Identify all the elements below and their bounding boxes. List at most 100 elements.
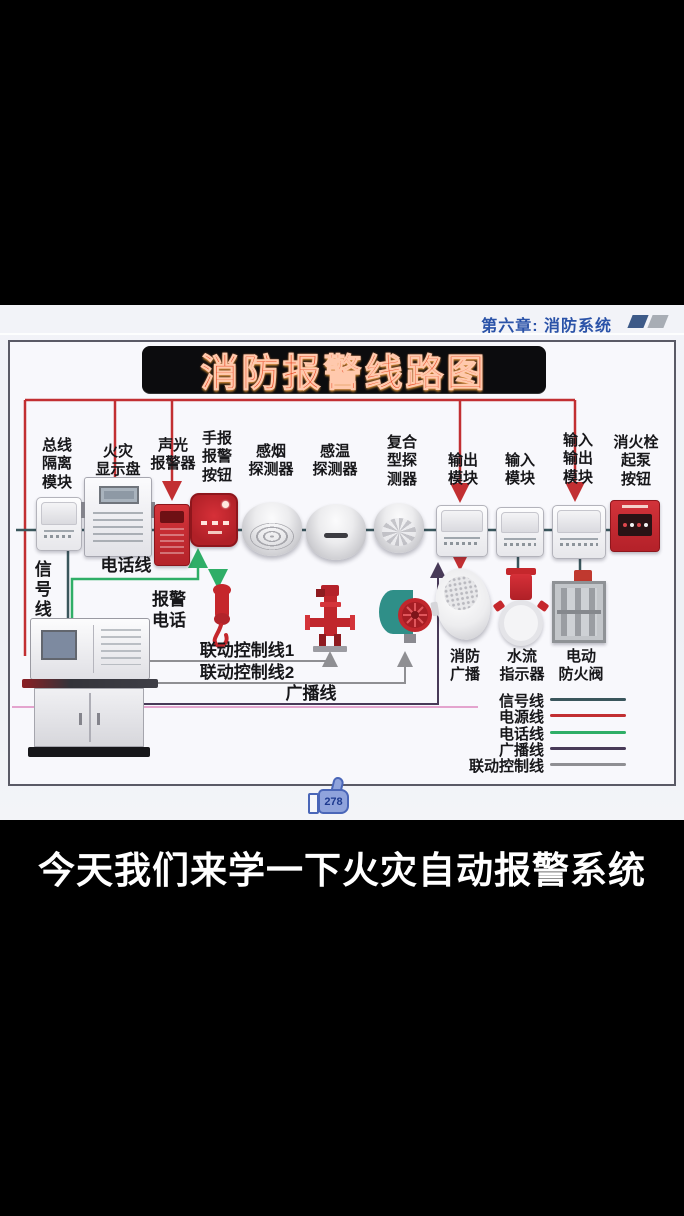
- cabinet-handle: [79, 713, 82, 725]
- hydrant-pump-button-icon: [610, 500, 660, 552]
- console-desk: [22, 679, 158, 688]
- device-label-sound-light-alarm: 声光 报警器: [150, 437, 196, 473]
- output-module-icon: [436, 505, 488, 557]
- module-terminals: [560, 542, 598, 546]
- detector-segments: [382, 518, 416, 546]
- wire-label-alarm-phone: 报警 电话: [152, 590, 186, 630]
- wire-label-linkage2: 联动控制线2: [199, 663, 295, 682]
- wfi-cap: [506, 568, 536, 575]
- legend-swatch-power: [550, 714, 626, 717]
- mcp-text-lines: [201, 521, 229, 525]
- detector-slot: [324, 533, 348, 539]
- module-terminals: [44, 534, 74, 538]
- console-base: [28, 747, 150, 757]
- damper-frame: [552, 581, 606, 643]
- wire-label-phone: 电话线: [100, 556, 152, 575]
- damper-bar: [557, 609, 601, 614]
- fire-damper-icon: [550, 570, 608, 646]
- panel-clip: [151, 502, 155, 518]
- module-cover: [41, 502, 77, 525]
- module-cover: [557, 510, 601, 533]
- like-count: 278: [324, 795, 343, 808]
- legend-label-power: 电源线: [498, 709, 544, 726]
- device-label-heat-detector: 感温 探测器: [312, 443, 358, 479]
- device-label-output-module: 输出 模块: [447, 452, 478, 488]
- device-label-input-module: 输入 模块: [504, 452, 535, 488]
- device-label-bus-isolation-module: 总线 隔离 模块: [41, 437, 72, 491]
- module-line: [560, 537, 598, 540]
- input-output-module-icon: [552, 505, 606, 559]
- module-terminals: [504, 543, 536, 547]
- module-line: [444, 537, 480, 539]
- device-label-input-output-module: 输入 输出 模块: [562, 432, 593, 486]
- legend-swatch-phone: [550, 731, 626, 734]
- console-text-lines: [101, 629, 141, 665]
- slide-accent-line: [12, 706, 478, 708]
- wfi-head: [510, 574, 532, 600]
- sound-light-alarm-icon: [154, 504, 190, 566]
- chapter-heading: 第六章: 消防系统: [481, 318, 612, 335]
- like-button[interactable]: 278: [306, 775, 356, 820]
- wire-label-broadcast: 广播线: [285, 684, 337, 703]
- legend-label-phone: 电话线: [498, 726, 544, 743]
- bus-isolation-module-icon: [36, 497, 82, 551]
- device-label-fire-display-panel: 火灾 显示盘: [95, 443, 141, 479]
- speaker-grill: [441, 573, 481, 613]
- header-divider: [0, 333, 684, 335]
- wire-label-signal: 信号线: [31, 560, 51, 620]
- panel-lcd: [99, 486, 139, 504]
- legend-label-broadcast: 广播线: [498, 742, 544, 759]
- device-label-smoke-detector: 感烟 探测器: [248, 443, 294, 479]
- detector-rings: [250, 522, 294, 550]
- diagram-title: 消防报警线路图: [200, 353, 488, 396]
- wfi-pipe-clamp: [499, 600, 543, 646]
- heat-detector-icon: [306, 504, 366, 560]
- video-caption: 今天我们来学一下火灾自动报警系统: [38, 850, 646, 891]
- cabinet-handle: [97, 713, 100, 725]
- water-flow-indicator-icon: [492, 568, 550, 648]
- wire-label-linkage1: 联动控制线1: [199, 641, 295, 660]
- diagram-title-banner: 消防报警线路图: [142, 346, 546, 396]
- damper-motor: [574, 570, 592, 583]
- module-line: [44, 529, 74, 532]
- legend-label-linkage: 联动控制线: [468, 758, 544, 775]
- console-divider: [93, 625, 94, 673]
- legend-label-signal: 信号线: [498, 693, 544, 710]
- module-terminals: [444, 542, 480, 545]
- device-label-combined-detector: 复合 型探 测器: [386, 434, 417, 488]
- manual-call-point-icon: [190, 493, 238, 547]
- legend-swatch-linkage: [550, 763, 626, 766]
- fire-display-panel-icon: [81, 477, 155, 557]
- input-module-icon: [496, 507, 544, 557]
- legend-swatch-broadcast: [550, 747, 626, 750]
- fire-control-console-icon: [30, 618, 150, 680]
- cabinet-door-divider: [89, 693, 91, 742]
- device-label-water-flow-indicator: 水流 指示器: [499, 648, 545, 684]
- like-count-bubble: 278: [318, 789, 349, 814]
- module-cover: [501, 512, 539, 534]
- device-label-hydrant-pump-button: 消火栓 起泵 按钮: [613, 434, 659, 488]
- console-cabinet: [34, 688, 144, 747]
- smoke-detector-icon: [242, 502, 302, 556]
- module-line: [504, 538, 536, 541]
- mcp-led: [222, 501, 229, 508]
- speaker-mount: [430, 601, 440, 617]
- device-label-manual-call-point: 手报 报警 按钮: [201, 430, 232, 484]
- legend-swatch-signal: [550, 698, 626, 701]
- panel-keys: [93, 512, 143, 542]
- button-display: [618, 514, 652, 536]
- fire-pump-icon: [304, 584, 356, 654]
- device-label-fire-damper: 电动 防火阀: [558, 648, 604, 684]
- device-label-fire-broadcast: 消防 广播: [449, 648, 480, 684]
- module-cover: [441, 510, 483, 532]
- strobe-window: [160, 511, 184, 523]
- button-title-line: [622, 505, 648, 508]
- panel-clip: [81, 502, 85, 518]
- mcp-text-lines: [208, 531, 222, 534]
- alarm-telephone-icon: [205, 583, 239, 651]
- console-screen: [41, 630, 77, 660]
- combined-detector-icon: [374, 503, 424, 553]
- sounder-grill: [160, 528, 184, 554]
